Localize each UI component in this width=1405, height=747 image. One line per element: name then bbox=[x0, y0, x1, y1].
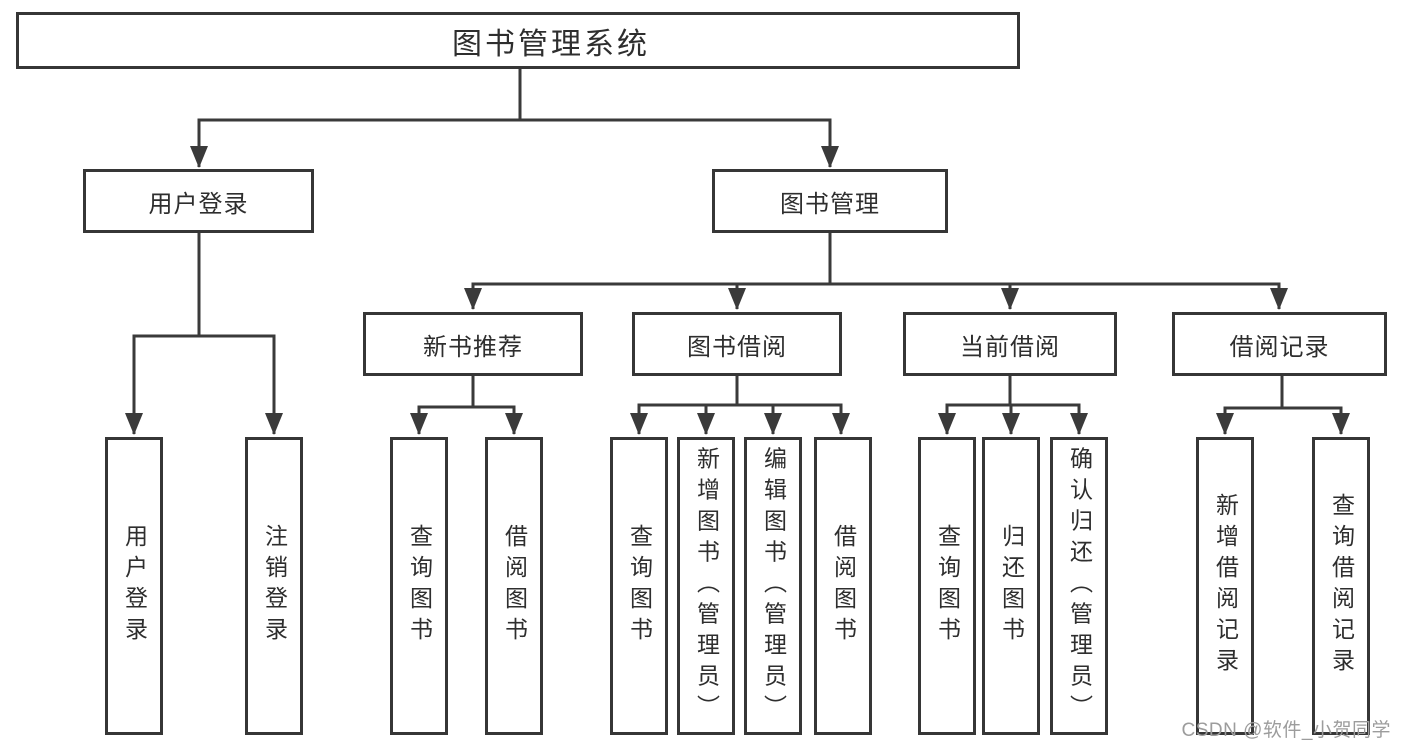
node-cb-confirm: 确认归还（管理员） bbox=[1050, 437, 1108, 735]
connector-borrow-records-children bbox=[1216, 374, 1350, 435]
node-ul-logout-label: 注销登录 bbox=[261, 524, 288, 648]
node-user-login: 用户登录 bbox=[83, 169, 314, 233]
node-bb-borrow: 借阅图书 bbox=[814, 437, 872, 735]
node-nbr-query: 查询图书 bbox=[390, 437, 448, 735]
node-book-borrow: 图书借阅 bbox=[632, 312, 842, 376]
connector-new-book-rec-children bbox=[410, 374, 523, 435]
node-bb-edit: 编辑图书（管理员） bbox=[744, 437, 802, 735]
connector-current-borrow-children bbox=[938, 374, 1088, 435]
node-user-login-label: 用户登录 bbox=[148, 190, 249, 218]
node-new-book-rec: 新书推荐 bbox=[363, 312, 583, 376]
node-cb-return-label: 归还图书 bbox=[998, 524, 1025, 648]
node-current-borrow: 当前借阅 bbox=[903, 312, 1117, 376]
node-cb-confirm-label: 确认归还（管理员） bbox=[1066, 446, 1093, 726]
node-root-label: 图书管理系统 bbox=[452, 27, 650, 61]
node-ul-login-label: 用户登录 bbox=[121, 524, 148, 648]
node-br-query: 查询借阅记录 bbox=[1312, 437, 1370, 735]
node-bb-add: 新增图书（管理员） bbox=[677, 437, 735, 735]
connector-book-mgmt-to-level3 bbox=[464, 231, 1288, 310]
connector-root-to-level2 bbox=[190, 66, 839, 168]
csdn-watermark: CSDN @软件_小贺同学 bbox=[1181, 720, 1391, 741]
node-nbr-borrow-label: 借阅图书 bbox=[501, 524, 528, 648]
node-bb-query: 查询图书 bbox=[610, 437, 668, 735]
node-cb-return: 归还图书 bbox=[982, 437, 1040, 735]
node-nbr-borrow: 借阅图书 bbox=[485, 437, 543, 735]
node-current-borrow-label: 当前借阅 bbox=[960, 333, 1060, 361]
node-bb-query-label: 查询图书 bbox=[626, 524, 653, 648]
node-bb-add-label: 新增图书（管理员） bbox=[693, 446, 720, 726]
node-book-borrow-label: 图书借阅 bbox=[687, 333, 787, 361]
node-br-query-label: 查询借阅记录 bbox=[1328, 493, 1355, 679]
node-book-mgmt: 图书管理 bbox=[712, 169, 948, 233]
node-ul-login: 用户登录 bbox=[105, 437, 163, 735]
node-borrow-records: 借阅记录 bbox=[1172, 312, 1387, 376]
node-cb-query-label: 查询图书 bbox=[934, 524, 961, 648]
node-bb-edit-label: 编辑图书（管理员） bbox=[760, 446, 787, 726]
node-root: 图书管理系统 bbox=[16, 12, 1020, 69]
connector-user-login-children bbox=[125, 231, 283, 435]
node-br-add-label: 新增借阅记录 bbox=[1212, 493, 1239, 679]
node-borrow-records-label: 借阅记录 bbox=[1229, 333, 1330, 361]
node-ul-logout: 注销登录 bbox=[245, 437, 303, 735]
node-cb-query: 查询图书 bbox=[918, 437, 976, 735]
node-nbr-query-label: 查询图书 bbox=[406, 524, 433, 648]
node-new-book-rec-label: 新书推荐 bbox=[423, 333, 523, 361]
node-br-add: 新增借阅记录 bbox=[1196, 437, 1254, 735]
node-bb-borrow-label: 借阅图书 bbox=[830, 524, 857, 648]
connector-book-borrow-children bbox=[630, 374, 850, 435]
node-book-mgmt-label: 图书管理 bbox=[780, 190, 880, 218]
